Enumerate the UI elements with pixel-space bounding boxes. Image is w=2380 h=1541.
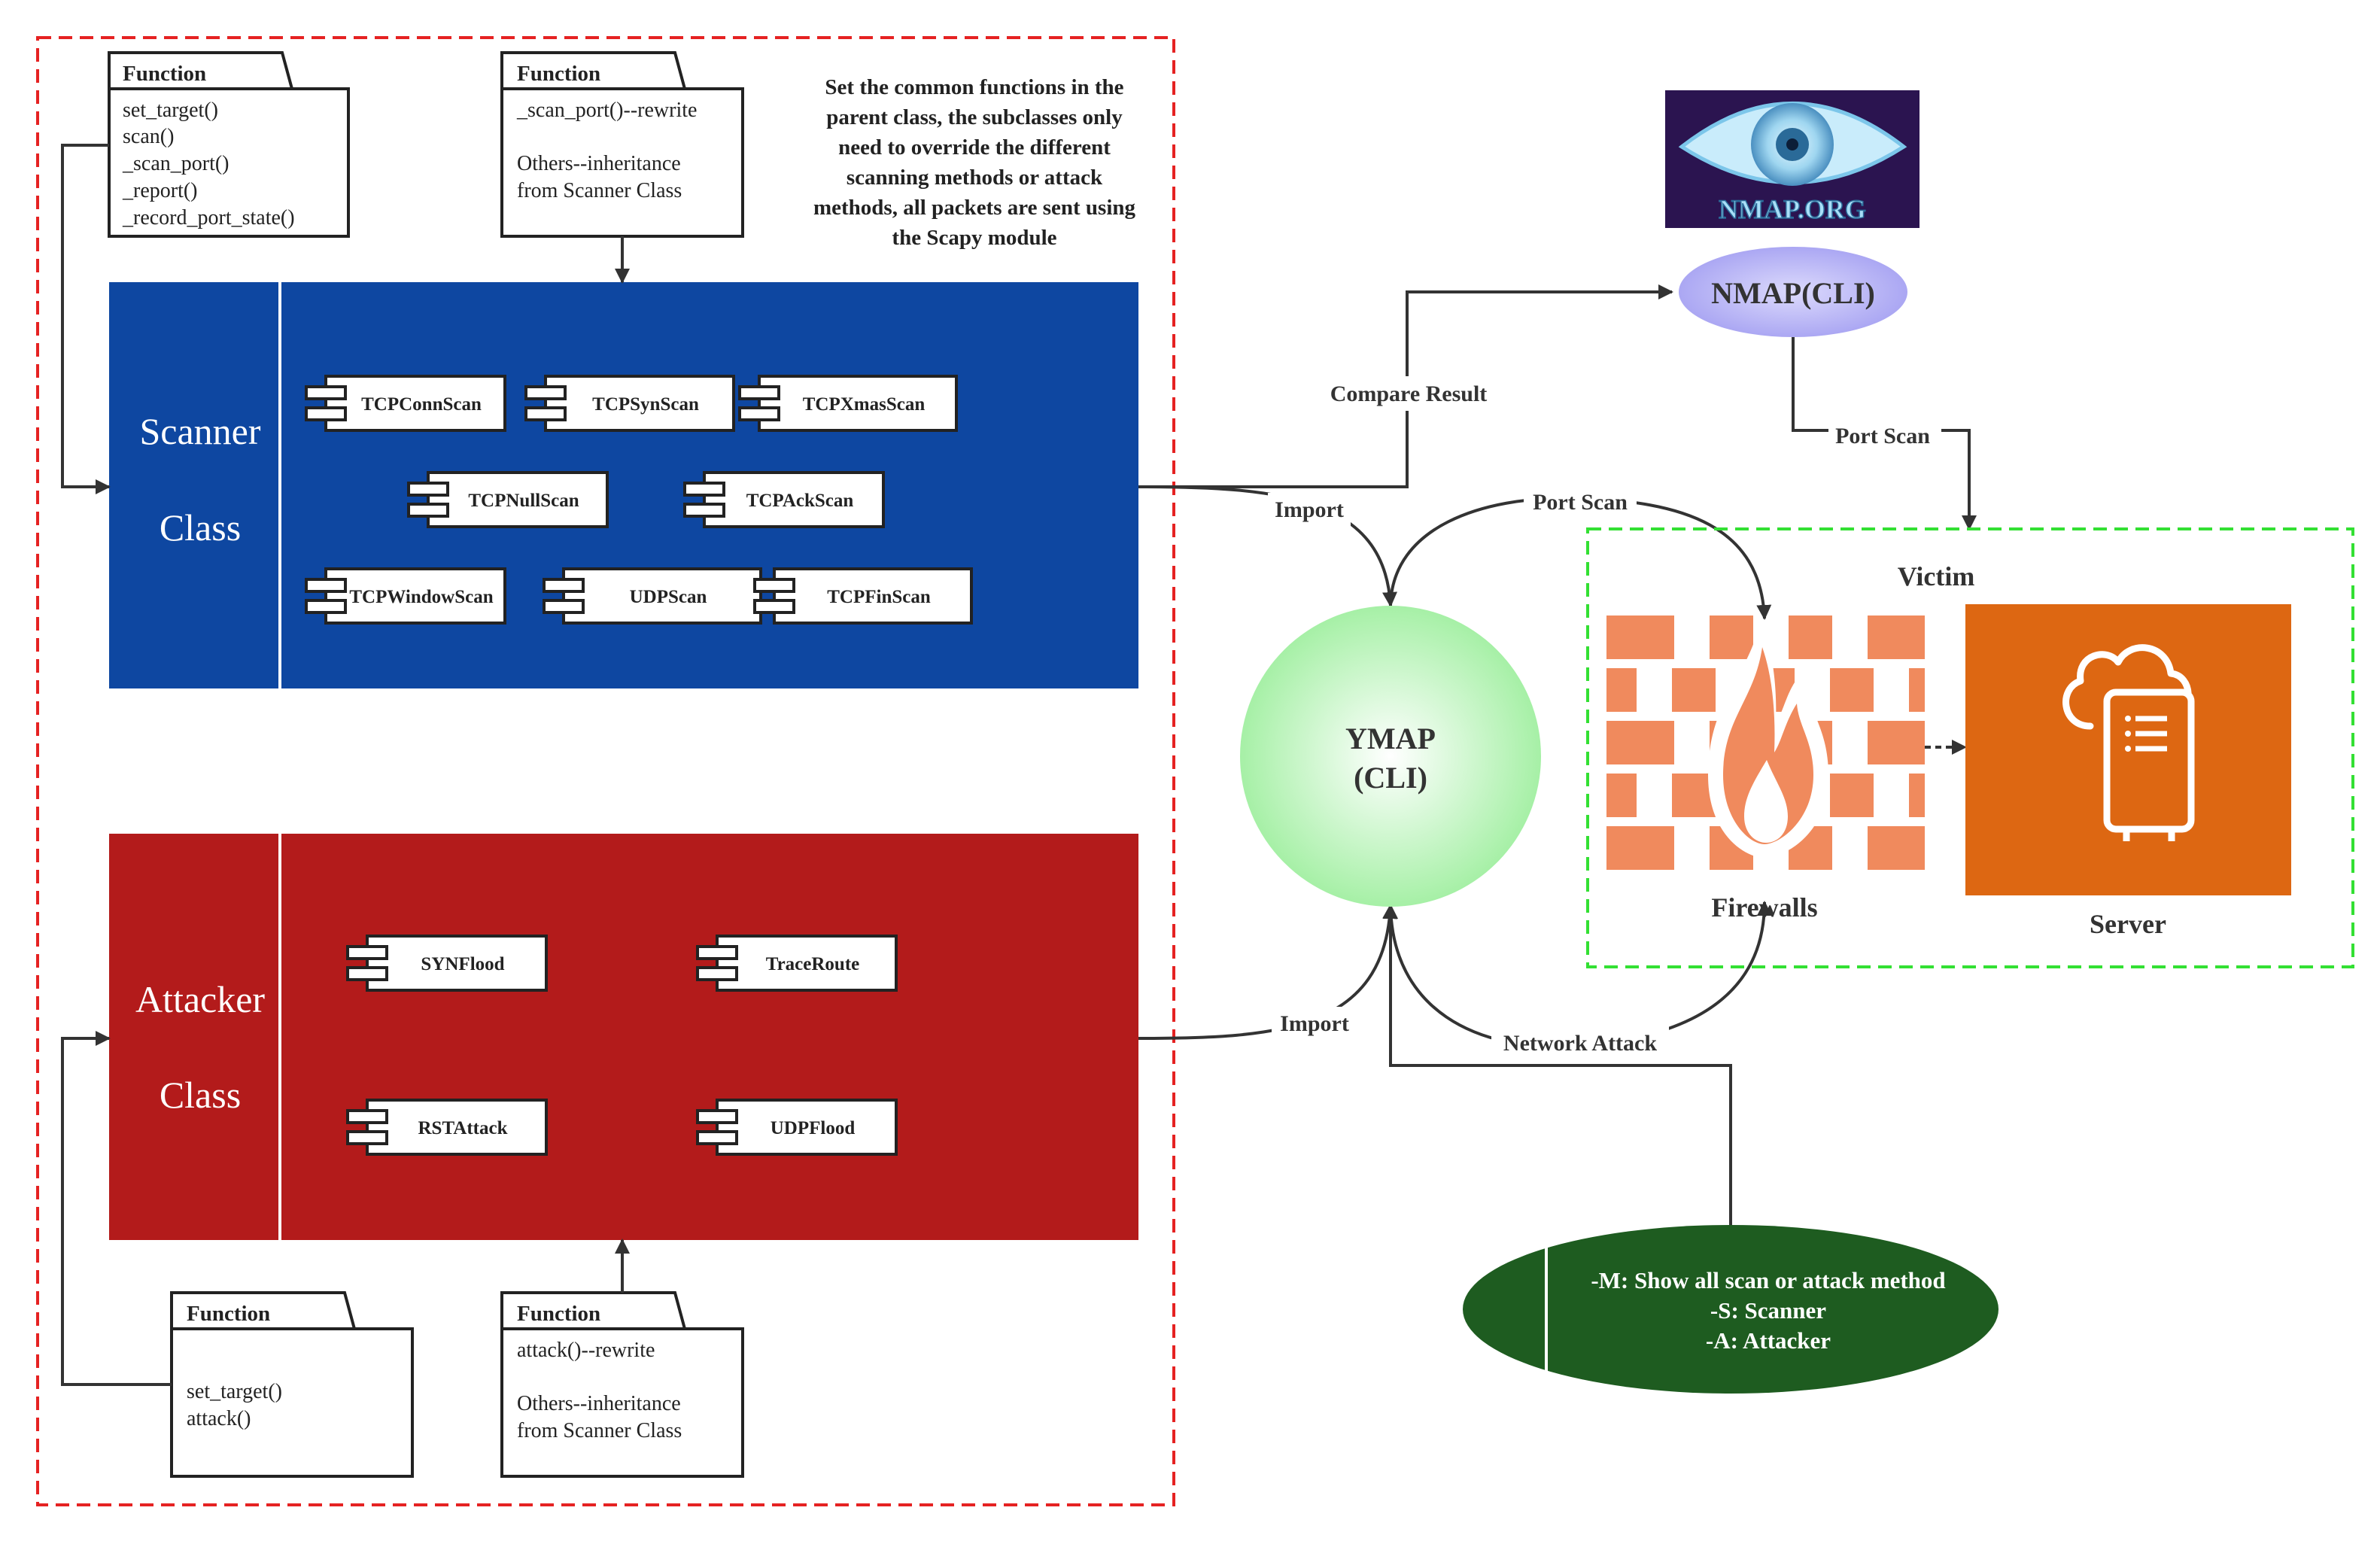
package-line: _scan_port()--rewrite <box>516 99 697 122</box>
edge-label: Port Scan <box>1835 424 1930 448</box>
component-label: SYNFlood <box>421 954 504 974</box>
ymap-node: YMAP (CLI) <box>1240 606 1541 907</box>
design-note: Set the common functions in the parent c… <box>813 75 1136 250</box>
component-box: TCPWindowScan <box>305 567 506 625</box>
firewall-icon <box>1606 615 1925 870</box>
attacker-functions-connector <box>61 1031 172 1386</box>
component-label: TCPConnScan <box>361 394 482 415</box>
component-box: SYNFlood <box>346 935 548 992</box>
component-label: UDPScan <box>630 587 707 607</box>
server-icon <box>1965 604 2291 895</box>
victim-zone: Victim <box>1586 527 2354 968</box>
scanner-functions-package: Function set_target() scan() _scan_port(… <box>108 51 350 238</box>
edge-label: Network Attack <box>1503 1031 1657 1056</box>
component-box: UDPFlood <box>696 1099 898 1156</box>
component-box: TCPFinScan <box>753 567 973 625</box>
package-title: Function <box>123 62 206 86</box>
class-label: Scanner <box>139 410 260 452</box>
cli-option: -S: Scanner <box>1710 1297 1826 1324</box>
package-line: from Scanner Class <box>517 179 682 202</box>
component-label: TCPFinScan <box>827 587 931 607</box>
package-line: set_target() <box>187 1380 282 1403</box>
package-line: _record_port_state() <box>122 206 295 229</box>
scanner-components: TCPConnScan TCPSynScan TCPXmasScanTCPNullS… <box>305 375 973 625</box>
ymap-label: YMAP <box>1345 722 1436 755</box>
component-label: TraceRoute <box>766 954 860 974</box>
scanner-class: Scanner Class <box>109 282 1138 688</box>
note-line: the Scapy module <box>892 226 1056 250</box>
edge-label: Compare Result <box>1330 381 1488 406</box>
component-box: TCPSynScan <box>524 375 735 432</box>
ymap-label: (CLI) <box>1354 761 1427 795</box>
note-line: methods, all packets are sent using <box>813 196 1136 220</box>
package-line: Others--inheritance <box>517 152 681 175</box>
component-label: TCPXmasScan <box>803 394 926 415</box>
nmap-label: NMAP(CLI) <box>1711 276 1875 310</box>
class-label: Class <box>160 1074 241 1116</box>
cli-options-node: -M: Show all scan or attack method -S: S… <box>1463 1225 1999 1394</box>
component-box: TCPNullScan <box>407 471 609 528</box>
component-box: RSTAttack <box>346 1099 548 1156</box>
scanner-import-edge <box>1138 485 1397 607</box>
package-title: Function <box>517 1302 600 1326</box>
component-label: TCPAckScan <box>746 491 854 511</box>
package-title: Function <box>187 1302 270 1326</box>
package-title: Function <box>517 62 600 86</box>
class-label: Attacker <box>135 978 265 1020</box>
firewall-label: Firewalls <box>1711 892 1817 922</box>
note-line: parent class, the subclasses only <box>826 105 1123 129</box>
scanner-functions-connector <box>61 144 111 494</box>
component-box: TCPAckScan <box>683 471 885 528</box>
server-label: Server <box>2090 909 2166 939</box>
edge-label: Import <box>1275 497 1344 522</box>
package-line: scan() <box>123 125 174 148</box>
note-line: scanning methods or attack <box>847 166 1103 190</box>
package-line: _scan_port() <box>122 152 229 175</box>
package-line: _report() <box>122 179 198 202</box>
component-label: UDPFlood <box>771 1118 856 1138</box>
component-box: TCPConnScan <box>305 375 506 432</box>
nmap-logo: NMAP.ORG <box>1665 90 1920 228</box>
package-line: attack()--rewrite <box>517 1339 655 1362</box>
component-box: TraceRoute <box>696 935 898 992</box>
component-label: TCPSynScan <box>592 394 699 415</box>
note-line: Set the common functions in the <box>825 75 1123 99</box>
cli-option: -A: Attacker <box>1706 1327 1831 1354</box>
package-line: from Scanner Class <box>517 1419 682 1442</box>
package-line: Others--inheritance <box>517 1392 681 1415</box>
package-line: set_target() <box>123 99 218 122</box>
cli-to-ymap-edge <box>1383 904 1732 1226</box>
nmap-logo-text: NMAP.ORG <box>1719 194 1866 224</box>
attacker-override-package: Function attack()--rewrite Others--inher… <box>500 1291 744 1478</box>
scanner-override-package: Function _scan_port()--rewrite Others--i… <box>500 51 744 238</box>
component-label: TCPWindowScan <box>349 587 493 607</box>
component-label: RSTAttack <box>418 1118 508 1138</box>
edge-label: Port Scan <box>1533 490 1628 515</box>
victim-title: Victim <box>1898 561 1975 591</box>
class-label: Class <box>160 506 241 549</box>
attacker-functions-package: Function set_target() attack() <box>170 1291 414 1478</box>
edge-label: Import <box>1280 1011 1349 1036</box>
cli-option: -M: Show all scan or attack method <box>1591 1267 1945 1293</box>
nmap-node: NMAP(CLI) <box>1679 247 1907 337</box>
component-box: TCPXmasScan <box>738 375 958 432</box>
attacker-class: Attacker Class <box>109 834 1138 1240</box>
package-line: attack() <box>187 1407 251 1430</box>
module-boundary <box>36 36 1175 1506</box>
component-label: TCPNullScan <box>468 491 579 511</box>
note-line: need to override the different <box>838 135 1111 160</box>
component-box: UDPScan <box>543 567 762 625</box>
edge-labels: Compare Result Import Port Scan Port Sca… <box>1268 376 1941 1059</box>
network-attack-edge <box>1389 901 1772 1048</box>
